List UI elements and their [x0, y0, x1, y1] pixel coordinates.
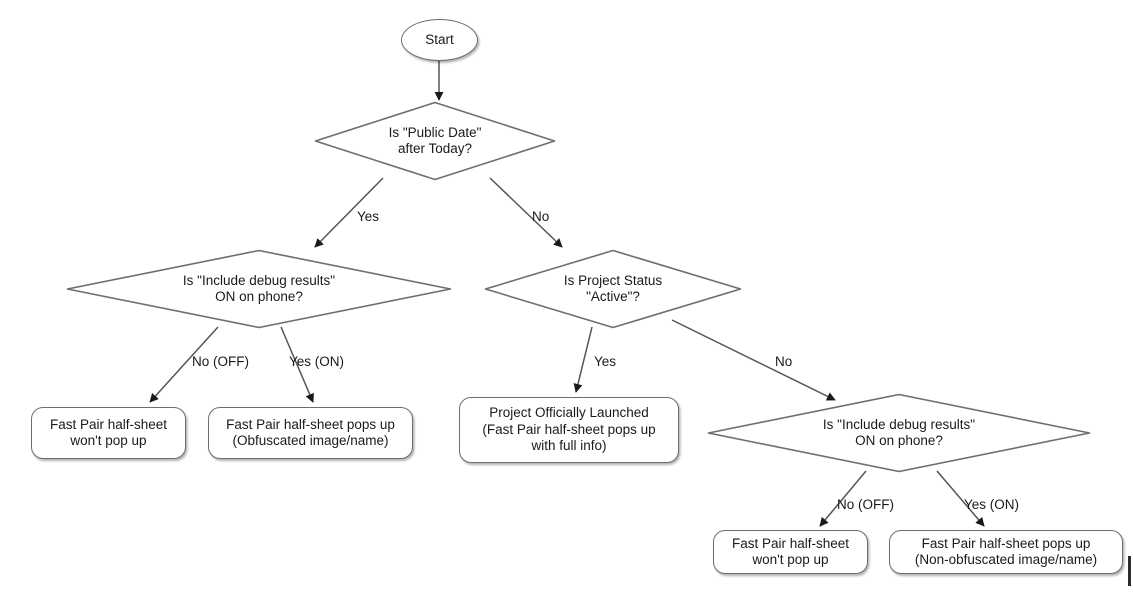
page-edge-artifact — [1128, 556, 1131, 586]
edge-project-status-yes — [573, 326, 593, 393]
node-question-project-status-label: Is Project Status "Active"? — [563, 272, 663, 304]
node-start[interactable]: Start — [401, 19, 478, 61]
diamond-shape — [707, 393, 1091, 473]
node-outcome-left-on[interactable]: Fast Pair half-sheet pops up (Obfuscated… — [208, 407, 413, 459]
node-outcome-left-off-label: Fast Pair half-sheet won't pop up — [49, 416, 168, 448]
edge-label-public-date-no: No — [532, 209, 550, 224]
edge-label-project-status-yes: Yes — [594, 354, 617, 369]
diamond-shape — [484, 249, 742, 329]
node-outcome-right-off-label: Fast Pair half-sheet won't pop up — [731, 535, 850, 567]
diamond-shape — [66, 249, 452, 329]
edge-label-debug-left-yes: Yes (ON) — [289, 354, 345, 369]
node-question-public-date[interactable]: Is "Public Date" after Today? — [314, 101, 556, 181]
edge-label-debug-right-yes: Yes (ON) — [964, 497, 1020, 512]
node-outcome-right-on[interactable]: Fast Pair half-sheet pops up (Non-obfusc… — [889, 530, 1123, 574]
node-question-debug-results-left[interactable]: Is "Include debug results" ON on phone? — [66, 249, 452, 329]
node-question-debug-results-right-label: Is "Include debug results" ON on phone? — [822, 416, 976, 448]
node-outcome-officially-launched-label: Project Officially Launched (Fast Pair h… — [482, 405, 656, 454]
node-question-debug-results-left-label: Is "Include debug results" ON on phone? — [182, 272, 336, 304]
edge-label-debug-right-no: No (OFF) — [837, 497, 894, 512]
node-outcome-left-on-label: Fast Pair half-sheet pops up (Obfuscated… — [226, 416, 395, 448]
node-outcome-left-off[interactable]: Fast Pair half-sheet won't pop up — [31, 407, 186, 459]
diamond-shape — [314, 101, 556, 181]
edge-public-date-no — [489, 177, 563, 248]
node-outcome-right-on-label: Fast Pair half-sheet pops up (Non-obfusc… — [914, 535, 1098, 567]
node-start-label: Start — [425, 31, 454, 47]
node-outcome-right-off[interactable]: Fast Pair half-sheet won't pop up — [713, 530, 868, 574]
edge-project-status-no — [671, 319, 836, 401]
node-outcome-officially-launched[interactable]: Project Officially Launched (Fast Pair h… — [459, 397, 679, 463]
edge-label-public-date-yes: Yes — [357, 209, 380, 224]
node-question-public-date-label: Is "Public Date" after Today? — [388, 124, 482, 156]
edge-label-debug-left-no: No (OFF) — [192, 354, 249, 369]
node-question-debug-results-right[interactable]: Is "Include debug results" ON on phone? — [707, 393, 1091, 473]
node-question-project-status[interactable]: Is Project Status "Active"? — [484, 249, 742, 329]
edge-label-project-status-no: No — [775, 354, 793, 369]
